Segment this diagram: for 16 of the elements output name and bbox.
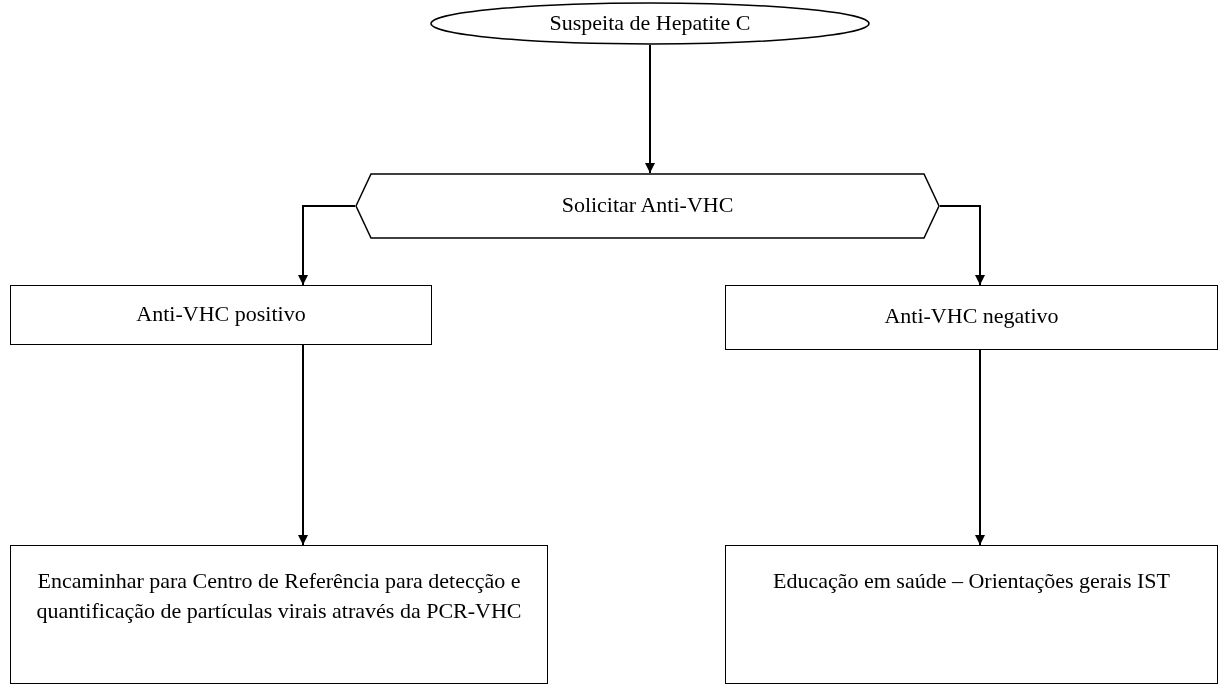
result-box <box>10 285 432 345</box>
arrow <box>939 205 985 286</box>
arrow <box>645 44 655 174</box>
node-text: Anti-VHC negativo <box>884 302 1059 330</box>
node-text: Encaminhar para Centro de Referência para detecção e quantificação de partículas virais através da PCR-VHC <box>35 567 523 625</box>
node-text: Suspeita de Hepatite C <box>549 9 751 37</box>
arrow <box>298 344 308 546</box>
arrow <box>298 205 356 286</box>
start-ellipse <box>430 2 870 45</box>
arrow <box>975 349 985 546</box>
result-box <box>725 285 1218 350</box>
node-text: Solicitar Anti-VHC <box>561 191 734 219</box>
node-text: Anti-VHC positivo <box>136 300 306 328</box>
node-text: Educação em saúde – Orientações gerais IST <box>772 567 1171 595</box>
action-box <box>725 545 1218 684</box>
action-box <box>10 545 548 684</box>
